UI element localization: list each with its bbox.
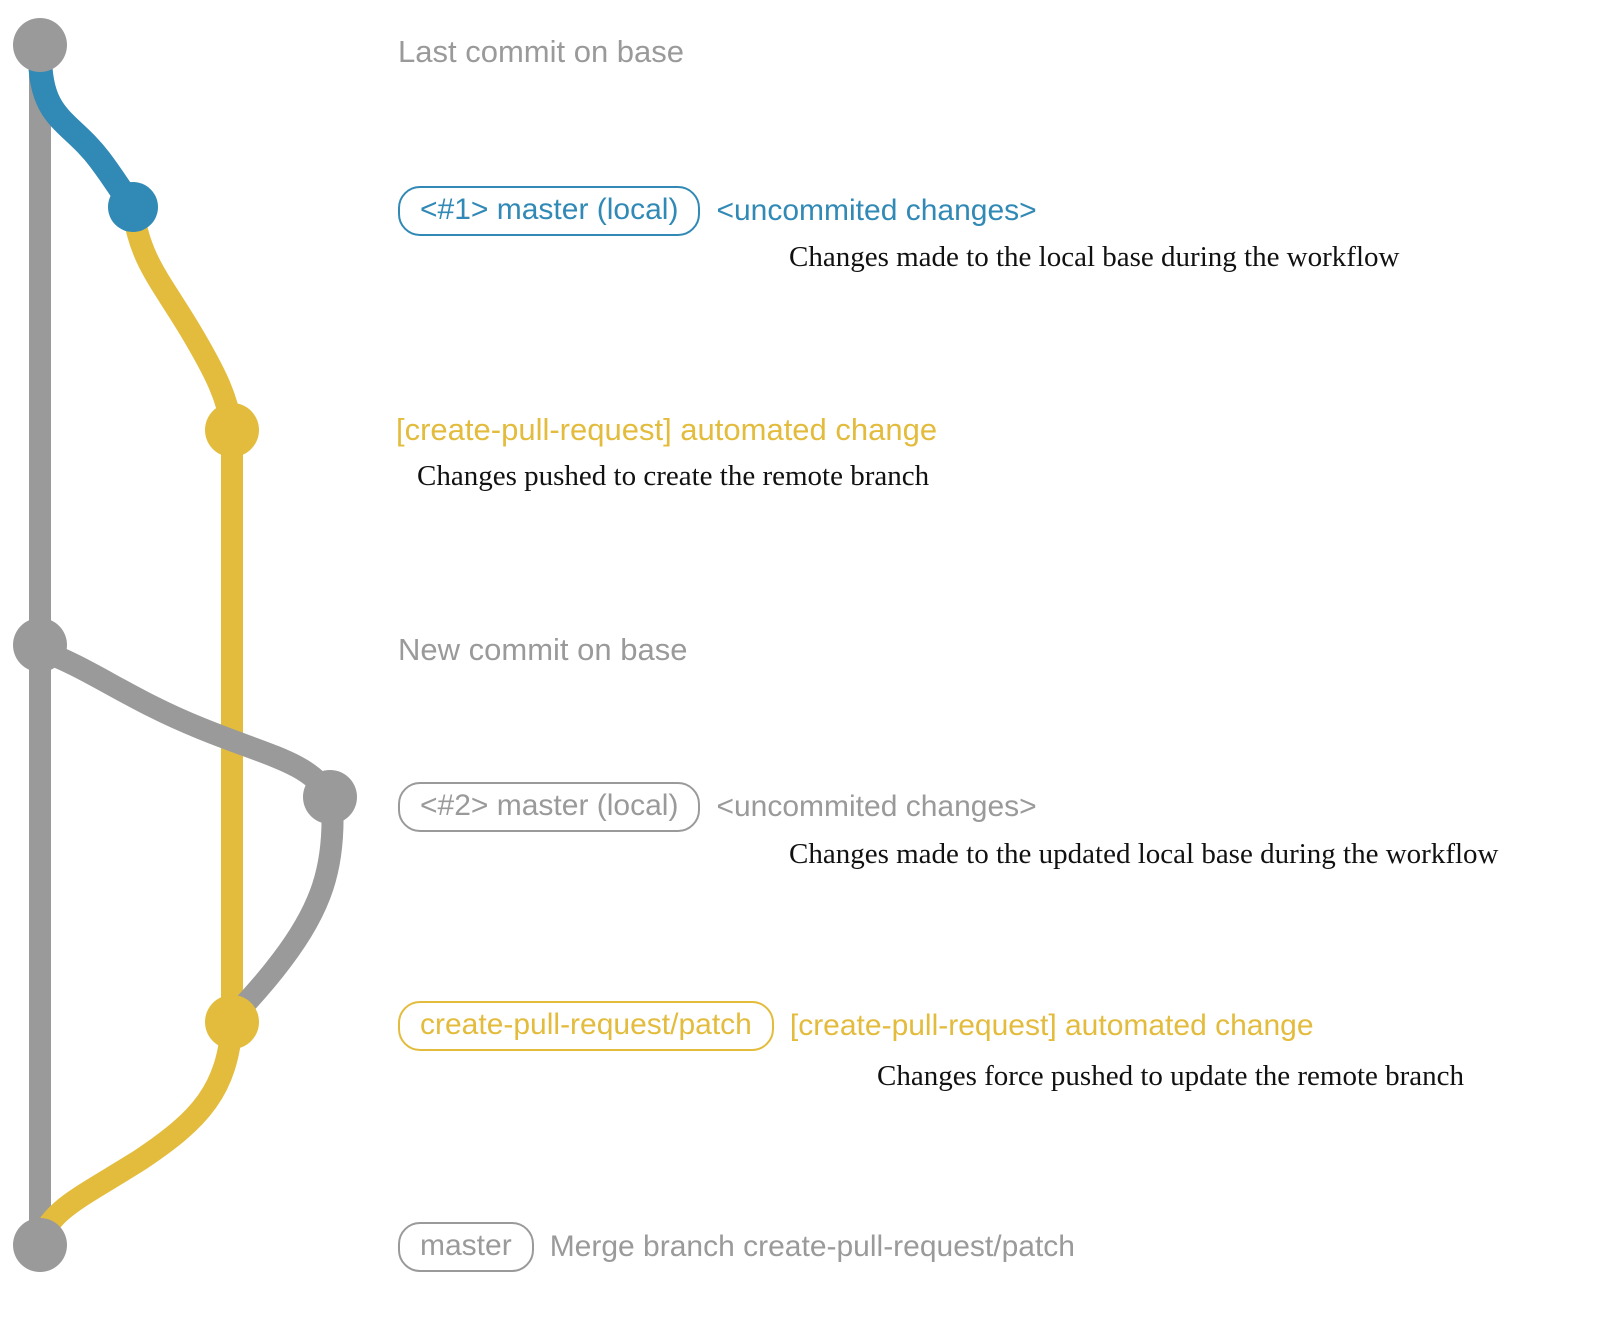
commit-node-local-2 xyxy=(303,770,357,824)
badge-create-pull-request-patch[interactable]: create-pull-request/patch xyxy=(398,1001,774,1051)
commit-node-base-top xyxy=(13,18,67,72)
subtitle-master-local-2: Changes made to the updated local base d… xyxy=(789,838,1499,870)
badge-master[interactable]: master xyxy=(398,1222,534,1272)
subtitle-master-local-1: Changes made to the local base during th… xyxy=(789,241,1400,273)
row-master-local-1: <#1> master (local) <uncommited changes> xyxy=(398,186,1037,236)
label-uncommited-changes-1: <uncommited changes> xyxy=(716,194,1037,227)
edge-base-to-local-1 xyxy=(28,43,145,219)
edge-local-1-to-patch-1 xyxy=(122,199,243,441)
subtitle-automated-change-1: Changes pushed to create the remote bran… xyxy=(417,460,930,492)
label-uncommited-changes-2: <uncommited changes> xyxy=(716,790,1037,823)
subtitle-patch-branch: Changes force pushed to update the remot… xyxy=(877,1060,1465,1092)
commit-node-patch-1 xyxy=(205,403,259,457)
row-patch-branch: create-pull-request/patch [create-pull-r… xyxy=(398,1001,1314,1051)
label-automated-change-1: [create-pull-request] automated change xyxy=(396,412,938,447)
edge-patch-2-to-merge xyxy=(29,1011,243,1256)
commit-node-local-1 xyxy=(108,182,158,232)
label-automated-change-2: [create-pull-request] automated change xyxy=(789,1009,1314,1042)
edge-local-2-to-patch-2 xyxy=(221,789,344,1033)
row-master-merge: master Merge branch create-pull-request/… xyxy=(398,1222,1075,1272)
edge-base-new-to-local-2 xyxy=(29,639,341,808)
commit-node-patch-2 xyxy=(205,995,259,1049)
label-new-commit-on-base: New commit on base xyxy=(398,632,688,667)
badge-master-local-2[interactable]: <#2> master (local) xyxy=(398,782,701,832)
label-merge-branch: Merge branch create-pull-request/patch xyxy=(549,1230,1075,1263)
badge-master-local-1[interactable]: <#1> master (local) xyxy=(398,186,701,236)
label-last-commit-on-base: Last commit on base xyxy=(398,34,685,69)
commit-node-base-new xyxy=(13,618,67,672)
row-master-local-2: <#2> master (local) <uncommited changes> xyxy=(398,782,1037,832)
commit-node-merge xyxy=(13,1218,67,1272)
